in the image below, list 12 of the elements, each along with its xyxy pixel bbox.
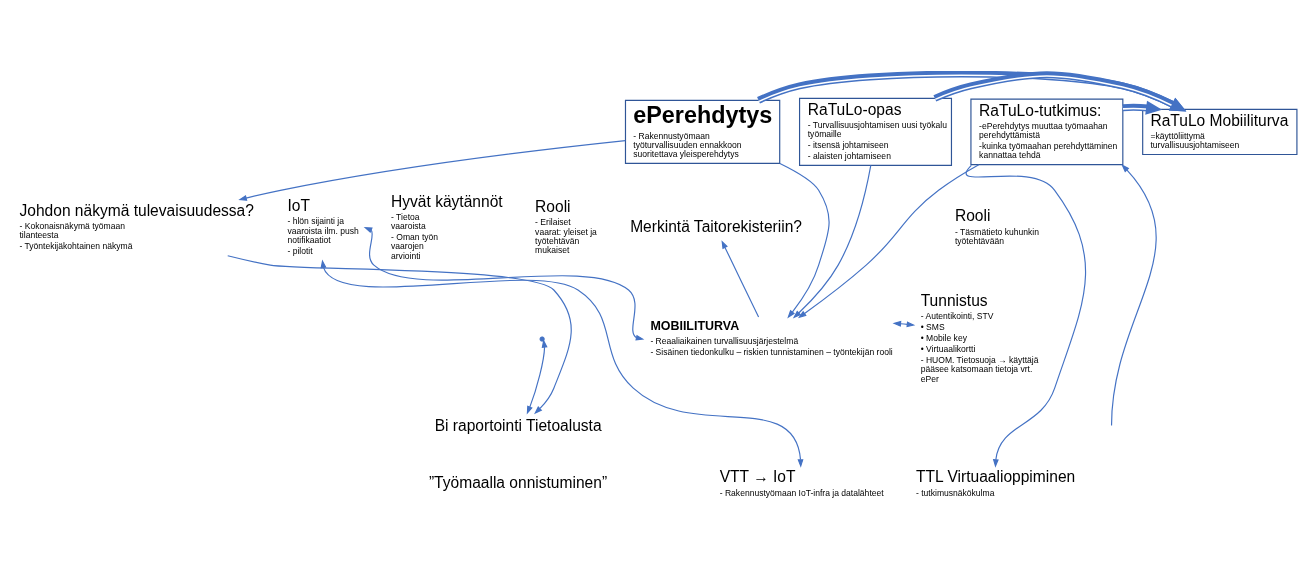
node-text: Merkintä Taitorekisteriin? [630,217,802,235]
node-text: IoT - hlön sijainti ja vaaroista ilm. push notifikaatiot - pilotit [287,197,359,257]
node-text: Hyvät käytännöt - Tietoa vaaroista - Oman työn vaarojen arviointi [391,192,503,261]
node-text: Johdon näkymä tulevaisuudessa? - Kokonaisnäkymä työmaan tilanteesta - Työntekijäkohtainen näkymä [19,202,254,252]
node-text: Bi raportointi Tietoalusta [434,417,602,434]
node-text: Tunnistus - Autentikointi, STV • SMS • Mobile key • Virtuaalikortti - HUOM. Tietosuoja → käyttäjä pääsee katsomaan tietoja vrt. ePer [920,292,1039,384]
node-text: Rooli - Täsmätieto kuhunkin työtehtävään [954,207,1039,246]
node-text: MOBIILITURVA - Reaaliaikainen turvallisuusjärjestelmä - Sisäinen tiedonkulku – riskien tunnistaminen – työntekijän rooli [650,319,893,357]
label: ”Työmaalla onnistuminen” [428,473,608,491]
node-text: VTT → IoT - Rakennustyömaan IoT-infra ja datalähteet [719,468,884,498]
node-text: TTL Virtuaalioppiminen - tutkimusnäkökulma [916,468,1076,498]
node-text: Rooli - Erilaiset vaarat: yleiset ja työtehtävän mukaiset [535,198,597,256]
